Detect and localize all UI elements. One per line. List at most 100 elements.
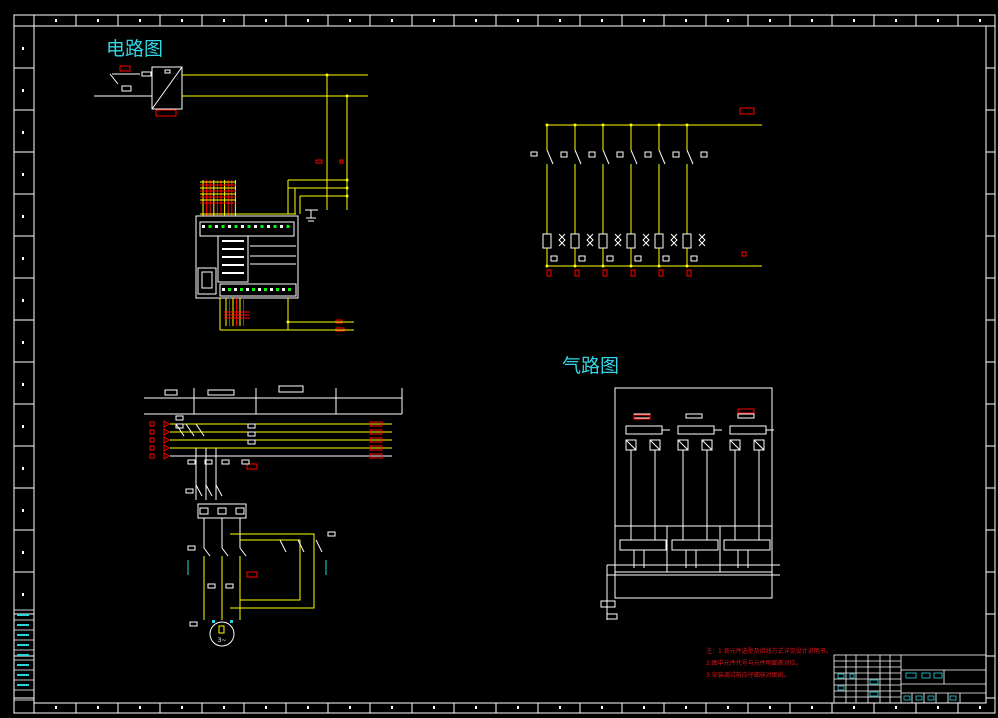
component-tag <box>247 423 256 429</box>
breaker-contact <box>185 423 195 437</box>
zone-mark <box>559 19 561 22</box>
zone-mark <box>391 19 393 22</box>
thermal-relay <box>197 503 247 519</box>
coil-label <box>658 269 664 277</box>
coil-tag <box>606 255 614 262</box>
zone-mark <box>181 19 183 22</box>
plc-terminal <box>228 288 231 291</box>
switch-tag <box>530 151 538 157</box>
plc-output-bundle <box>224 298 250 326</box>
zone-mark <box>937 706 939 709</box>
plc-terminal <box>282 288 285 291</box>
coil-tag <box>550 255 558 262</box>
title-block-cyan <box>837 672 957 701</box>
zone-mark <box>433 19 435 22</box>
valve-arrow <box>625 439 637 451</box>
motor-terminal <box>212 620 215 623</box>
zone-mark <box>391 706 393 709</box>
switch-tag <box>644 151 652 158</box>
switch-tag <box>616 151 624 158</box>
coil-tag <box>578 255 586 262</box>
plc-terminal <box>258 288 261 291</box>
terminal-label <box>369 437 383 443</box>
power-labels <box>119 65 345 332</box>
zone-mark <box>139 19 141 22</box>
zone-mark <box>223 19 225 22</box>
zone-mark <box>475 19 477 22</box>
junction <box>601 264 605 268</box>
plc-terminal <box>241 225 244 228</box>
zone-mark <box>685 706 687 709</box>
plc-port <box>201 271 213 289</box>
valve-driver-circuit <box>530 123 762 277</box>
plc-terminal <box>240 288 243 291</box>
input-arrow <box>163 428 170 436</box>
input-arrow <box>163 436 170 444</box>
coil-label <box>630 269 636 277</box>
technical-notes: 注：1.各元件选型及接线方式详见设计说明书。 2.图中元件代号与元件明细表对应。… <box>706 646 832 682</box>
plc-terminal <box>234 225 238 228</box>
plc-detail <box>222 240 244 242</box>
diode-symbol <box>614 233 622 247</box>
pneumatic-frame <box>614 387 773 599</box>
zone-mark <box>22 509 24 512</box>
zone-mark <box>433 706 435 709</box>
relay-coil <box>654 233 664 249</box>
component-tag <box>187 459 196 465</box>
plc-input-wires <box>200 180 296 216</box>
relay-pole <box>217 507 227 515</box>
control-loop <box>240 539 301 601</box>
zone-mark <box>643 706 645 709</box>
junction <box>657 264 661 268</box>
valve-arrow <box>677 439 689 451</box>
cylinder-tag <box>737 413 755 419</box>
diode-symbol <box>642 233 650 247</box>
zone-mark <box>601 706 603 709</box>
zone-mark <box>181 706 183 709</box>
plc-terminal <box>264 288 267 291</box>
switch-tag <box>560 151 568 158</box>
zone-mark <box>517 706 519 709</box>
zone-mark <box>22 47 24 50</box>
component-tag <box>204 459 213 465</box>
valve-driver-label <box>739 107 755 257</box>
plc-terminal <box>260 225 264 228</box>
zone-mark <box>22 341 24 344</box>
frame-ticks <box>14 15 995 713</box>
zone-mark <box>853 19 855 22</box>
zone-mark <box>22 257 24 260</box>
zone-mark <box>769 19 771 22</box>
diode-symbol <box>586 233 594 247</box>
component-tag <box>247 439 256 445</box>
diode-symbol <box>698 233 706 247</box>
valve-arrow <box>701 439 713 451</box>
component-tag <box>187 545 196 551</box>
diode-symbol <box>558 233 566 247</box>
relay-coil <box>626 233 636 249</box>
plc-detail <box>222 264 244 266</box>
plc-terminal <box>246 288 249 291</box>
coil-tag <box>690 255 698 262</box>
terminal-label <box>369 445 383 451</box>
terminal-label <box>369 421 383 427</box>
motor-circuit-header <box>144 385 403 415</box>
zone-mark <box>223 706 225 709</box>
component-tag <box>225 583 234 589</box>
zone-mark <box>895 706 897 709</box>
cylinder <box>625 425 663 435</box>
plc-terminal <box>215 225 218 228</box>
zone-mark <box>22 425 24 428</box>
coil-tag <box>662 255 670 262</box>
relay-label <box>246 571 258 578</box>
zone-mark <box>22 173 24 176</box>
component-tag <box>207 583 216 589</box>
zone-mark <box>517 19 519 22</box>
svg-text:3~: 3~ <box>218 637 227 644</box>
contactor-contact <box>205 484 213 497</box>
diode-symbol <box>670 233 678 247</box>
input-arrow <box>163 444 170 452</box>
power-white-tags <box>121 69 171 92</box>
drawing-frame <box>13 14 996 714</box>
zone-mark <box>307 706 309 709</box>
